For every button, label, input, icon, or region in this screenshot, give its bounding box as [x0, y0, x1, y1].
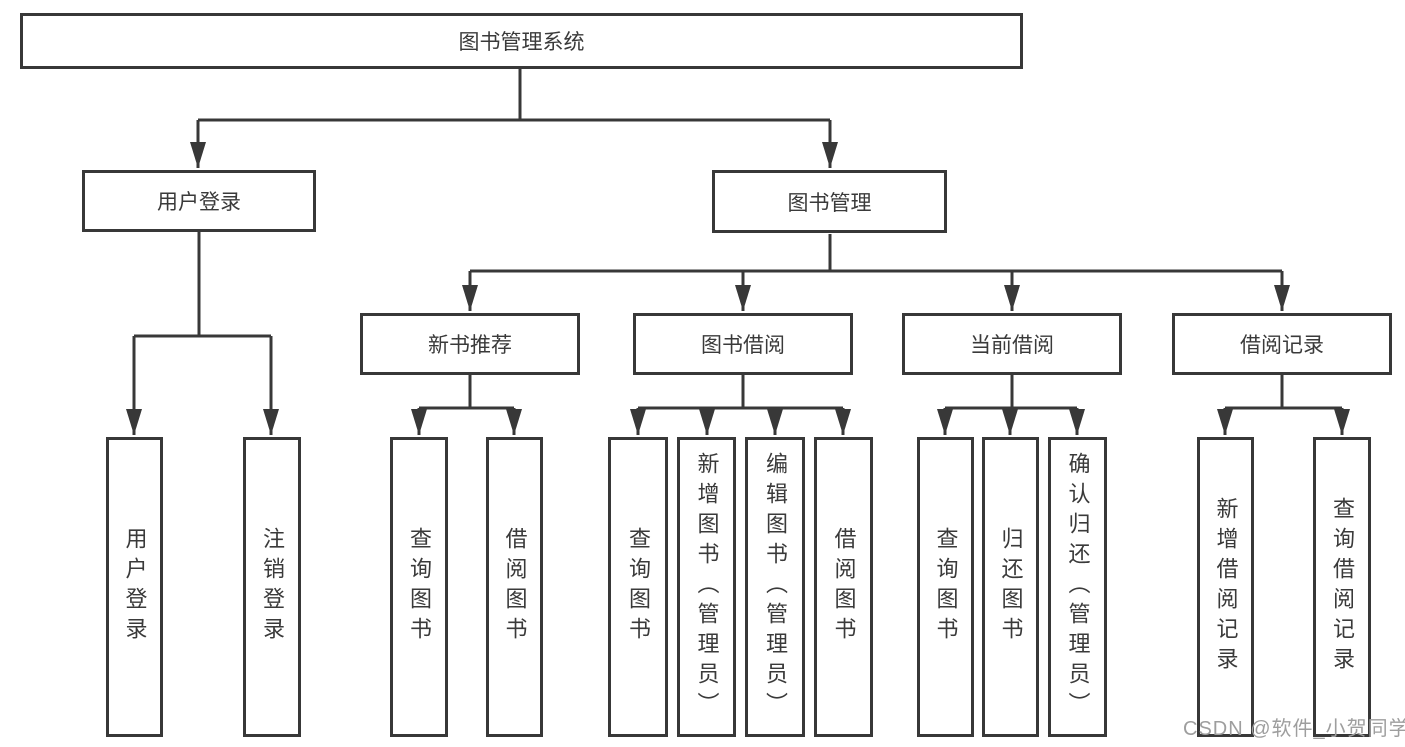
- leaf-add-borrow-record-label: 新增借阅记录: [1213, 497, 1239, 677]
- node-root: 图书管理系统: [20, 13, 1023, 69]
- node-new-book-recommend-label: 新书推荐: [428, 334, 512, 357]
- leaf-confirm-return-admin-label: 确认归还（管理员）: [1065, 452, 1091, 722]
- leaf-borrow-books-recommend: 借阅图书: [486, 437, 543, 737]
- leaf-user-login-label: 用户登录: [122, 527, 148, 647]
- connector-new-book-branch: [419, 375, 514, 410]
- leaf-query-borrow-record-label: 查询借阅记录: [1330, 497, 1355, 677]
- node-user-login: 用户登录: [82, 170, 316, 232]
- leaf-logout: 注销登录: [243, 437, 301, 737]
- leaf-edit-books-admin: 编辑图书（管理员）: [745, 437, 805, 737]
- connector-user-login-branch: [134, 232, 271, 338]
- leaf-borrow-books-label: 借阅图书: [831, 527, 857, 647]
- leaf-query-books-recommend-label: 查询图书: [407, 527, 432, 647]
- leaf-query-books-recommend: 查询图书: [390, 437, 448, 737]
- leaf-user-login: 用户登录: [106, 437, 163, 737]
- connector-book-borrow-branch: [638, 375, 843, 410]
- leaf-edit-books-admin-label: 编辑图书（管理员）: [763, 452, 788, 722]
- leaf-confirm-return-admin: 确认归还（管理员）: [1048, 437, 1107, 737]
- csdn-watermark: CSDN @软件_小贺同学: [1183, 718, 1405, 740]
- connector-borrow-records-branch: [1225, 375, 1342, 410]
- node-current-borrow-label: 当前借阅: [970, 334, 1054, 357]
- node-user-login-label: 用户登录: [157, 191, 241, 214]
- node-book-management: 图书管理: [712, 170, 947, 233]
- leaf-borrow-books: 借阅图书: [814, 437, 873, 737]
- node-borrow-records-label: 借阅记录: [1240, 334, 1324, 357]
- leaf-logout-label: 注销登录: [260, 527, 285, 647]
- node-borrow-records: 借阅记录: [1172, 313, 1392, 375]
- leaf-borrow-books-recommend-label: 借阅图书: [502, 527, 528, 647]
- leaf-query-books-current: 查询图书: [917, 437, 974, 737]
- node-new-book-recommend: 新书推荐: [360, 313, 580, 375]
- leaf-query-books-borrow: 查询图书: [608, 437, 668, 737]
- leaf-add-books-admin-label: 新增图书（管理员）: [694, 452, 720, 722]
- node-book-borrow-label: 图书借阅: [701, 334, 785, 357]
- node-book-borrow: 图书借阅: [633, 313, 853, 375]
- node-root-label: 图书管理系统: [458, 31, 585, 54]
- leaf-query-books-current-label: 查询图书: [933, 527, 959, 647]
- leaf-add-books-admin: 新增图书（管理员）: [677, 437, 736, 737]
- connector-root-branch: [198, 68, 830, 122]
- connector-current-borrow-branch: [945, 375, 1077, 410]
- connector-book-management-branch: [470, 234, 1282, 273]
- node-book-management-label: 图书管理: [787, 191, 872, 215]
- leaf-return-books: 归还图书: [982, 437, 1039, 737]
- node-current-borrow: 当前借阅: [902, 313, 1122, 375]
- leaf-query-books-borrow-label: 查询图书: [626, 527, 651, 647]
- leaf-query-borrow-record: 查询借阅记录: [1313, 437, 1371, 737]
- leaf-add-borrow-record: 新增借阅记录: [1197, 437, 1254, 737]
- leaf-return-books-label: 归还图书: [998, 527, 1024, 647]
